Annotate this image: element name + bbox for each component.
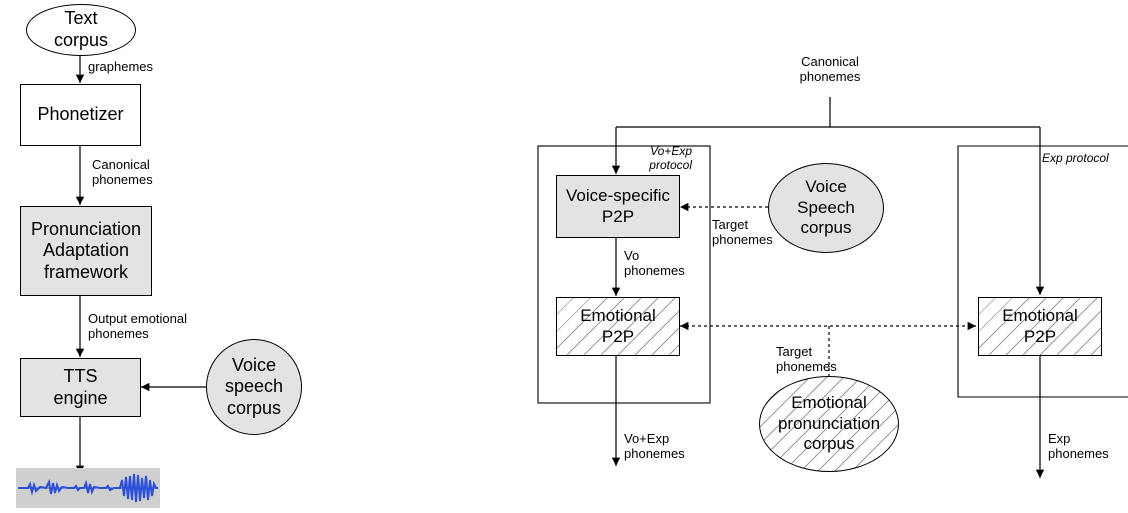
vo-phonemes-label: Vo phonemes — [624, 248, 685, 279]
emotional-p2p-node-left: Emotional P2P — [556, 297, 680, 356]
graphemes-label: graphemes — [88, 59, 154, 74]
vo-exp-protocol-label: Vo+Exp protocol — [649, 144, 692, 173]
voice-speech-corpus-node-right: Voice Speech corpus — [768, 163, 884, 253]
voice-speech-corpus-node-left: Voice speech corpus — [206, 339, 302, 435]
voice-specific-p2p-node: Voice-specific P2P — [556, 175, 680, 238]
emotional-pronunciation-corpus-node: Emotional pronunciation corpus — [759, 376, 899, 472]
target-phonemes-label-1: Target phonemes — [712, 217, 773, 248]
canonical-phonemes-label-left: Canonical phonemes — [92, 157, 153, 188]
phonetizer-node: Phonetizer — [20, 84, 141, 146]
target-phonemes-label-2: Target phonemes — [776, 344, 837, 375]
container-exp — [957, 145, 1128, 398]
emotional-p2p-node-right: Emotional P2P — [978, 297, 1102, 356]
adaptation-framework-node: Pronunciation Adaptation framework — [20, 206, 152, 296]
vo-exp-phonemes-label: Vo+Exp phonemes — [624, 431, 685, 462]
audio-waveform-icon — [16, 468, 160, 508]
tts-engine-node: TTS engine — [20, 358, 141, 417]
text-corpus-node: Text corpus — [26, 4, 136, 56]
exp-phonemes-label: Exp phonemes — [1048, 431, 1109, 462]
canonical-phonemes-label-top: Canonical phonemes — [799, 54, 861, 85]
output-emotional-label: Output emotional phonemes — [88, 311, 188, 342]
exp-protocol-label: Exp protocol — [1042, 151, 1109, 165]
container-vo-exp — [537, 145, 711, 404]
